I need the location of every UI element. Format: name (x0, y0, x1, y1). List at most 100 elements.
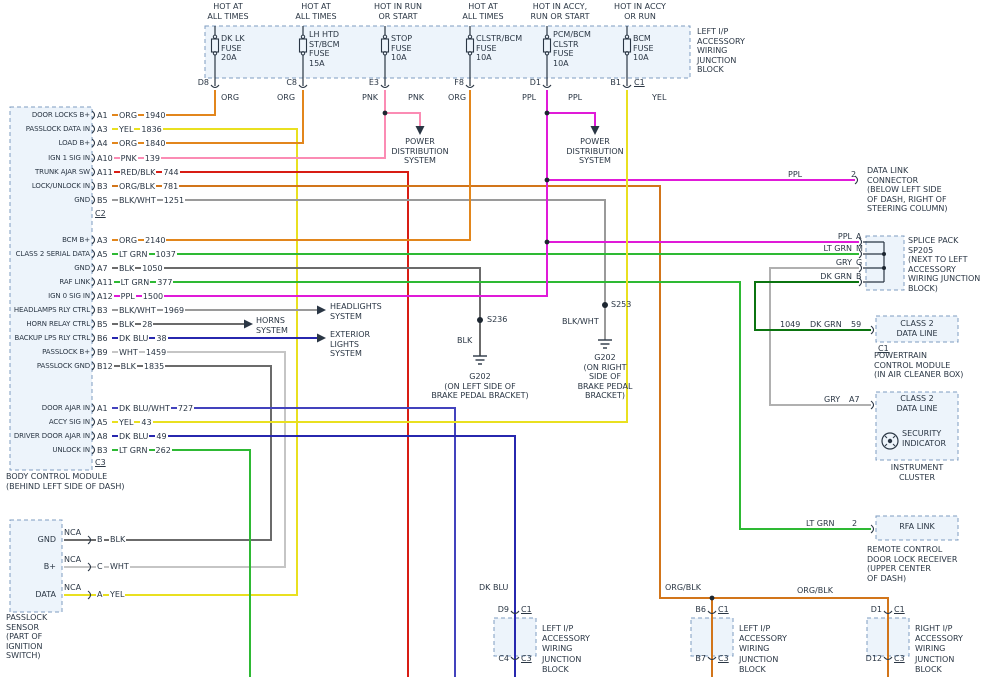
power-distribution-ref-1: POWER DISTRIBUTION SYSTEM (391, 137, 449, 166)
wire-color-label: LT GRN (118, 249, 149, 259)
junction-bottom-pin-label: D12 (865, 654, 882, 663)
circuit-number: 1940 (144, 110, 167, 120)
bcm-pin-label: A11 (96, 167, 114, 177)
bcm-pin-label: B6 (96, 333, 112, 343)
passlock-sensor-caption: PASSLOCK SENSOR (PART OF IGNITION SWITCH… (6, 613, 48, 661)
junction-top-pin-label: D9 (497, 605, 509, 614)
bcm-pin-label: A3 (96, 235, 112, 245)
bcm-signal-label: CLASS 2 SERIAL DATA (15, 250, 90, 258)
junction-bottom-pin-label: B7 (695, 654, 706, 663)
bcm-pin-label: A5 (96, 417, 112, 427)
junction-bottom-connector-label: C3 (718, 654, 729, 663)
circuit-number: 28 (141, 319, 154, 329)
wire-color-label: DK BLU (118, 431, 150, 441)
splice-wire-color-label: DK GRN (820, 272, 852, 281)
splice-pin-label: B (856, 272, 862, 281)
junction-bottom-pin-label: C4 (498, 654, 509, 663)
circuit-number: 1251 (162, 195, 186, 205)
bcm-signal-label: GND (74, 196, 90, 204)
bcm-signal-label: IGN 1 SIG IN (48, 154, 90, 162)
bcm-caption: BODY CONTROL MODULE (BEHIND LEFT SIDE OF… (6, 472, 125, 491)
sensor-signal-label: DATA (35, 590, 56, 599)
bcm-signal-label: PASSLOCK GND (36, 362, 90, 370)
fuse-label: PCM/BCM CLSTR FUSE 10A (553, 30, 591, 68)
circuit-number: 781 (161, 181, 180, 191)
wire-color-label: LT GRN (118, 445, 149, 455)
wire-color-label: ORG (118, 138, 139, 148)
feed-caption: HOT AT ALL TIMES (462, 2, 504, 21)
bcm-pin-label: A11 (96, 277, 114, 287)
splice-wire-color-label: PPL (837, 232, 852, 241)
bcm-pin-label: A8 (96, 431, 112, 441)
circuit-number: 1836 (140, 124, 163, 134)
security-indicator-icon (881, 432, 899, 450)
sensor-signal-label: B+ (43, 562, 56, 571)
dlc-pin-label: 2 (851, 170, 857, 179)
wire-color-label: YEL (118, 124, 135, 134)
fuse-label: DK LK FUSE 20A (221, 34, 245, 63)
feed-caption: HOT IN ACCY, RUN OR START (530, 2, 590, 21)
wire-color-label: ORG (277, 93, 296, 102)
bcm-signal-label: LOCK/UNLOCK IN (31, 182, 90, 190)
bcm-pin-label: A4 (96, 138, 112, 148)
circuit-number: 1459 (144, 347, 168, 357)
splice-pin-label: G (856, 258, 863, 267)
g202-right-label: G202 (ON RIGHT SIDE OF BRAKE PEDAL BRACK… (577, 353, 633, 401)
headlights-system-ref: HEADLIGHTS SYSTEM (330, 302, 382, 321)
bcm-signal-label: UNLOCK IN (52, 446, 90, 454)
ground-right-wire-color-label: BLK/WHT (562, 317, 599, 326)
junction-block-top-label: LEFT I/P ACCESSORY WIRING JUNCTION BLOCK (697, 27, 745, 75)
bcm-connector-label: C2 (95, 209, 106, 218)
bcm-pin-label: A7 (96, 263, 112, 273)
feed-caption: HOT IN ACCY OR RUN (614, 2, 666, 21)
cluster-class2-box-label: CLASS 2 DATA LINE (896, 394, 938, 413)
fuse-pin-label: B1 (610, 78, 621, 87)
bcm-signal-label: BCM B+ (62, 236, 90, 244)
circuit-number: 38 (155, 333, 168, 343)
rfa-box-label: RFA LINK (899, 522, 935, 531)
circuit-number: 727 (176, 403, 195, 413)
bcm-signal-label: DOOR AJAR IN (41, 404, 90, 412)
fuse-pin-label: C8 (286, 78, 297, 87)
bcm-pin-label: B5 (96, 195, 112, 205)
wire-color-label: PNK (119, 153, 138, 163)
splice-pin-label: M (856, 244, 863, 253)
circuit-number: 2140 (144, 235, 167, 245)
wire-color-label: ORG (118, 110, 139, 120)
sensor-nca-label: NCA (64, 528, 82, 537)
rfa-pin-label: 2 (852, 519, 858, 528)
g202-left-label: G202 (ON LEFT SIDE OF BRAKE PEDAL BRACKE… (431, 372, 529, 401)
pcm-circuit-number: 1049 (780, 320, 801, 329)
wire-color-label: BLK/WHT (118, 195, 157, 205)
fuse-label: BCM FUSE 10A (633, 34, 654, 63)
pcm-label: POWERTRAIN CONTROL MODULE (IN AIR CLEANE… (874, 351, 964, 380)
wire-color-label: DK BLU/WHT (118, 403, 171, 413)
junction-bottom-connector-label: C3 (894, 654, 905, 663)
junction-top-pin-label: B6 (695, 605, 706, 614)
circuit-number: 1969 (162, 305, 186, 315)
wire-color-label: PPL (568, 93, 583, 102)
fuse-pin-label: E3 (368, 78, 379, 87)
circuit-number: 744 (162, 167, 180, 177)
wire-color-label: PNK (362, 93, 379, 102)
circuit-number: 262 (154, 445, 172, 455)
wire-color-label: BLK (119, 361, 137, 371)
wire-color-label: ORG (448, 93, 467, 102)
circuit-number: 1037 (154, 249, 177, 259)
fuse-connector-label: C1 (634, 78, 645, 87)
bcm-signal-label: PASSLOCK B+ (42, 348, 90, 356)
pcm-wire-color-label: DK GRN (810, 320, 842, 329)
junction-bottom-connector-label: C3 (521, 654, 532, 663)
fuse-label: CLSTR/BCM FUSE 10A (476, 34, 523, 63)
circuit-number: 139 (143, 153, 161, 163)
bcm-pin-label: A12 (96, 291, 114, 301)
sensor-nca-label: NCA (64, 583, 82, 592)
rfa-receiver-label: REMOTE CONTROL DOOR LOCK RECEIVER (UPPER… (867, 545, 958, 583)
